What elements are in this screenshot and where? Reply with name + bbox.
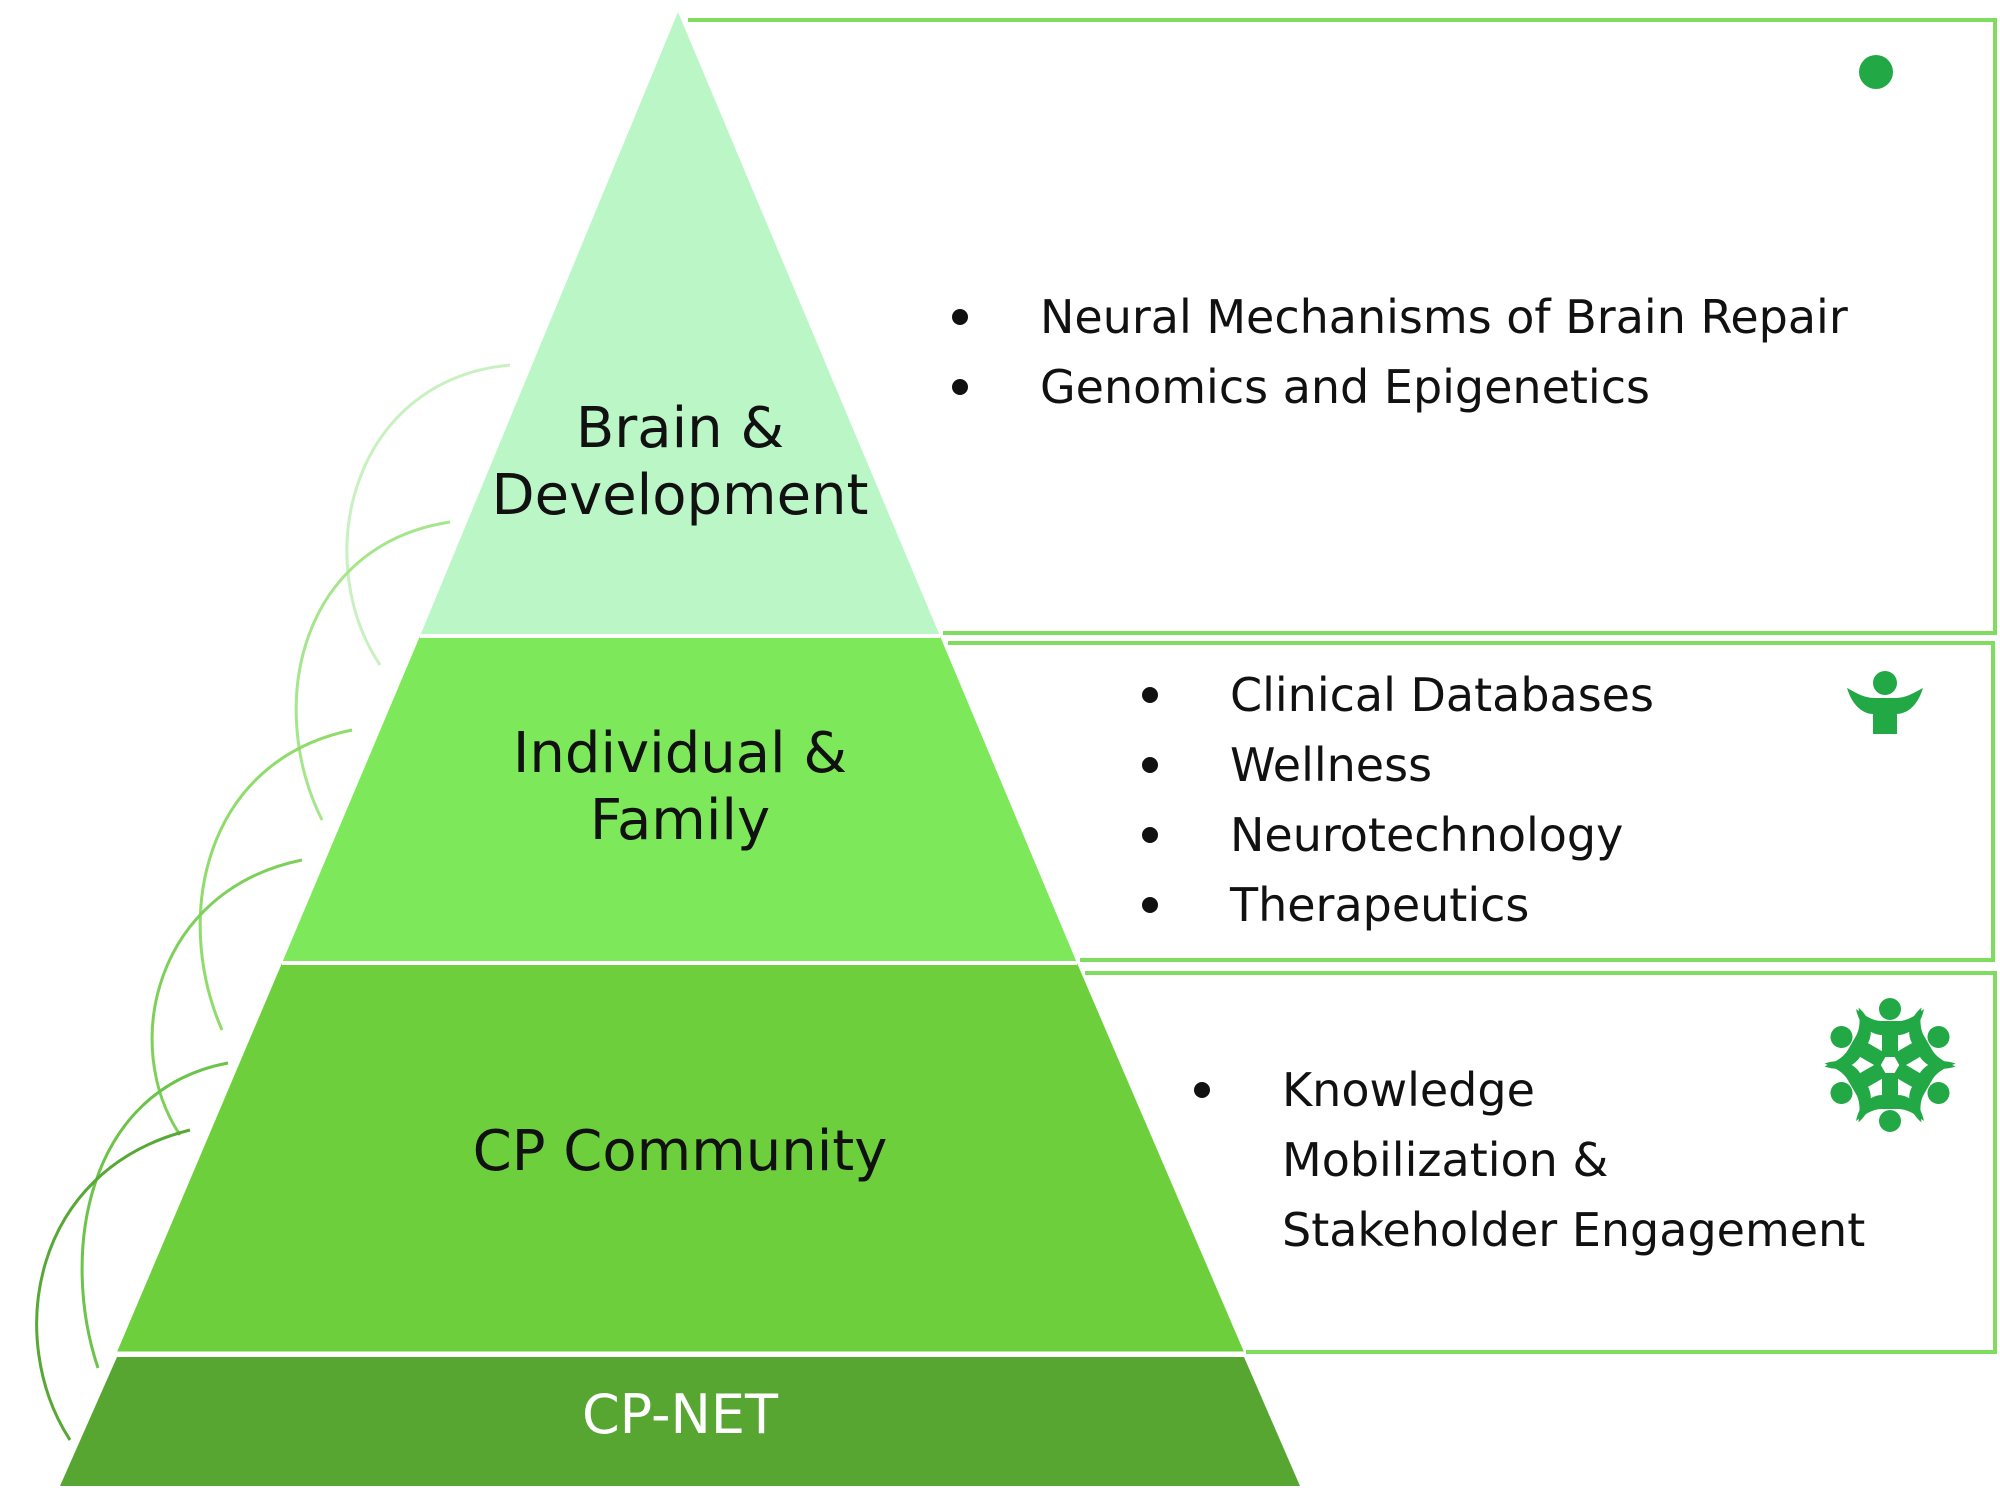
person-icon [1847,671,1923,734]
arc-1 [345,363,511,666]
panel-top [688,18,1997,635]
tier-label-top: Brain & Development [440,395,920,529]
community-circle-icon [1814,998,1966,1132]
panel-mid [948,641,1995,962]
list-item: Wellness [1142,730,1654,800]
arc-3 [198,728,353,1031]
panel-mid-list: Clinical Databases Wellness Neurotechnol… [1142,660,1654,940]
arc-4 [150,858,303,1136]
list-item: Therapeutics [1142,870,1654,940]
tier-mid-shape [282,636,1077,963]
arc-5 [80,1061,229,1369]
list-item: Neurotechnology [1142,800,1654,870]
panel-top-list: Neural Mechanisms of Brain Repair Genomi… [952,282,1848,422]
panel-bot [1085,971,1997,1354]
tier-top-line-1: Brain & [575,396,785,461]
list-item: Knowledge Mobilization & Stakeholder Eng… [1194,1055,1865,1265]
tier-bot-shape [117,963,1244,1352]
arc-6 [35,1128,191,1441]
list-item-line-3: Stakeholder Engagement [1282,1203,1866,1257]
tier-base-line-1: CP-NET [581,1383,779,1446]
tier-label-mid: Individual & Family [410,720,950,854]
tier-mid-line-2: Family [589,788,771,854]
dot-icon [1859,55,1893,89]
tier-label-bot: CP Community [380,1118,980,1185]
tier-top-line-2: Development [491,463,869,529]
tier-mid-line-1: Individual & [512,721,848,786]
tier-label-base: CP-NET [480,1383,880,1448]
list-item-line-2: Mobilization & [1282,1133,1609,1187]
list-item-line-1: Knowledge [1282,1063,1535,1117]
list-item: Clinical Databases [1142,660,1654,730]
tier-base-shape [60,1357,1300,1486]
tier-top-shape [420,12,940,636]
list-item: Neural Mechanisms of Brain Repair [952,282,1848,352]
arc-2 [294,520,451,821]
tier-bot-line-1: CP Community [472,1119,888,1184]
list-item: Genomics and Epigenetics [952,352,1848,422]
panel-bot-list: Knowledge Mobilization & Stakeholder Eng… [1194,1055,1865,1265]
